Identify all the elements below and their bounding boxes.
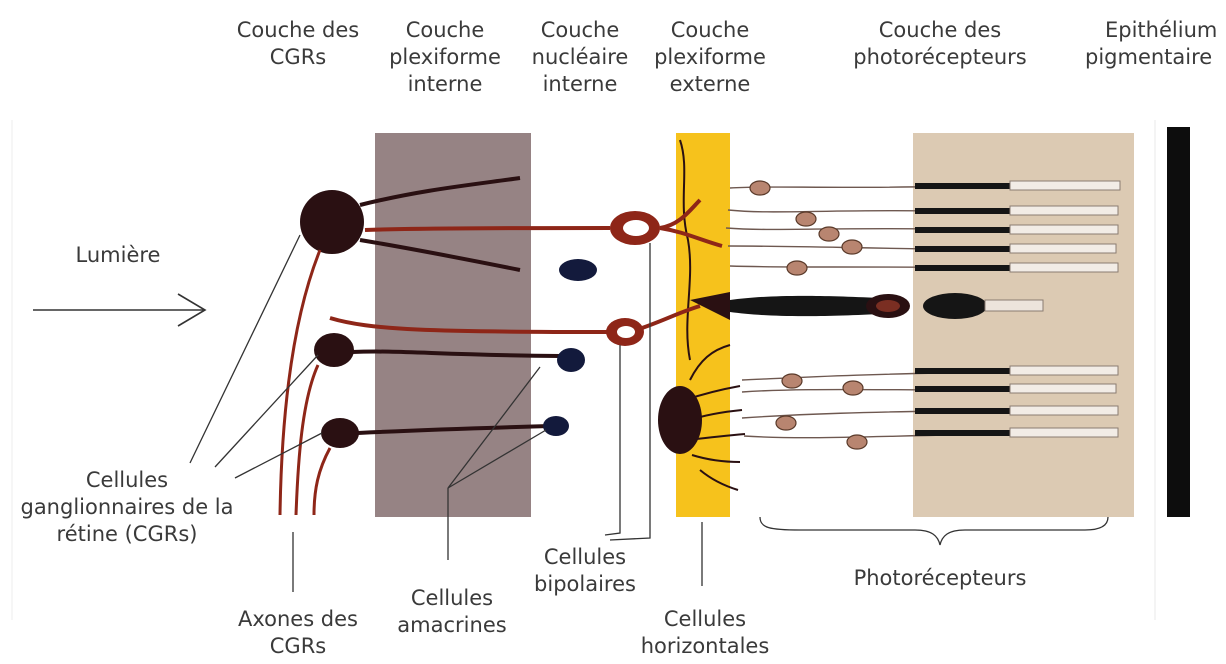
label-line: Cellules (2, 467, 252, 494)
inner-plexiform-band (375, 133, 531, 517)
pigment-epithelium-bar (1167, 127, 1190, 517)
label-line: Epithélium (1085, 17, 1226, 44)
label-line: amacrines (382, 612, 522, 639)
label-line: interne (515, 71, 645, 98)
label-line: Couche des (228, 17, 368, 44)
light-arrow (33, 294, 205, 326)
photoreceptor-band (913, 133, 1134, 517)
label-ganglion-cells: Cellules ganglionnaires de la rétine (CG… (2, 467, 252, 548)
label-line: Couche (375, 17, 515, 44)
label-inner-plexiform: Couche plexiforme interne (375, 17, 515, 98)
label-cgr-axons: Axones des CGRs (228, 606, 368, 660)
label-line: pigmentaire (1085, 44, 1226, 71)
label-line: Cellules (630, 606, 780, 633)
label-line: Axones des (228, 606, 368, 633)
amacrine-cell-bodies (543, 259, 597, 436)
label-line: CGRs (228, 44, 368, 71)
horizontal-cell-body (658, 386, 702, 454)
label-light: Lumière (58, 242, 178, 269)
label-line: Couche des (840, 17, 1040, 44)
label-cgr-layer: Couche des CGRs (228, 17, 368, 71)
label-line: CGRs (228, 633, 368, 660)
label-line: Cellules (515, 544, 655, 571)
label-photoreceptors: Photorécepteurs (830, 565, 1050, 592)
label-bipolar-cells: Cellules bipolaires (515, 544, 655, 598)
label-outer-plexiform: Couche plexiforme externe (645, 17, 775, 98)
label-line: photorécepteurs (840, 44, 1040, 71)
label-line: interne (375, 71, 515, 98)
label-line: Couche (645, 17, 775, 44)
label-amacrine-cells: Cellules amacrines (382, 585, 522, 639)
label-line: Cellules (382, 585, 522, 612)
label-inner-nuclear: Couche nucléaire interne (515, 17, 645, 98)
label-line: rétine (CGRs) (2, 521, 252, 548)
label-photoreceptor-layer: Couche des photorécepteurs (840, 17, 1040, 71)
label-line: horizontales (630, 633, 780, 660)
label-line: plexiforme (375, 44, 515, 71)
label-line: plexiforme (645, 44, 775, 71)
label-line: ganglionnaires de la (2, 494, 252, 521)
label-line: externe (645, 71, 775, 98)
label-horizontal-cells: Cellules horizontales (630, 606, 780, 660)
label-line: Couche (515, 17, 645, 44)
cgr-axons (280, 250, 330, 515)
label-pigment-epithelium: Epithélium pigmentaire (1085, 17, 1226, 71)
label-line: nucléaire (515, 44, 645, 71)
label-line: bipolaires (515, 571, 655, 598)
